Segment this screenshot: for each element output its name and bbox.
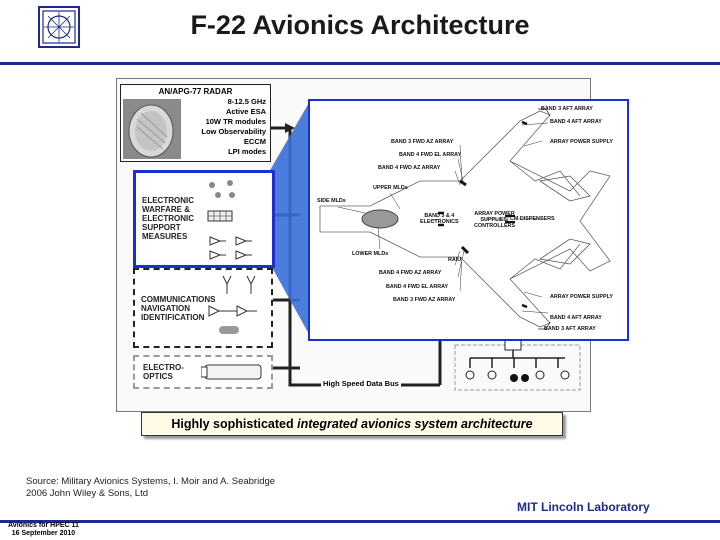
eo-label-line: ELECTRO- <box>143 363 184 372</box>
eo-sensor-icon <box>201 364 262 380</box>
radar-spec: 8-12.5 GHz <box>227 97 266 106</box>
footer-line: Avionics for HPEC 11 <box>8 522 79 529</box>
label-band4-fwd-el-top: BAND 4 FWD EL ARRAY <box>399 152 462 158</box>
callout-box: Highly sophisticated integrated avionics… <box>141 412 563 436</box>
electro-optics-box: ELECTRO- OPTICS <box>133 355 273 389</box>
title-rule <box>0 62 720 65</box>
bus-label: High Speed Data Bus <box>321 379 401 388</box>
zoom-detail-panel: BAND 3 AFT ARRAY BAND 4 AFT ARRAY ARRAY … <box>308 99 629 341</box>
ew-label-line: ELECTRONIC <box>142 214 194 223</box>
footer-rule <box>0 520 720 523</box>
ew-esm-box: ELECTRONIC WARFARE & ELECTRONIC SUPPORT … <box>133 170 275 268</box>
radar-spec: 10W TR modules <box>205 117 266 126</box>
cni-label: COMMUNICATIONS NAVIGATION IDENTIFICATION <box>141 295 216 322</box>
cni-antenna-icons <box>208 275 257 334</box>
ew-label-line: MEASURES <box>142 232 188 241</box>
radar-spec: Active ESA <box>225 107 266 116</box>
label-lower-mlds: LOWER MLDs <box>352 251 389 257</box>
radar-title: AN/APG-77 RADAR <box>158 87 233 96</box>
label-band3-aft-top: BAND 3 AFT ARRAY <box>541 106 593 112</box>
radar-box: AN/APG-77 RADAR 8-12.5 GHz Active ESA 10… <box>120 84 271 162</box>
label-band4-aft-bot: BAND 4 AFT ARRAY <box>550 315 602 321</box>
source-line: 2006 John Wiley & Sons, Ltd <box>26 488 148 499</box>
label-array-power-bot: ARRAY POWER SUPPLY <box>550 294 614 300</box>
label-raiu: RAIU <box>448 257 462 263</box>
eo-label-line: OPTICS <box>143 372 173 381</box>
label-band4-fwd-az-bot: BAND 4 FWD AZ ARRAY <box>379 270 442 276</box>
ew-label-line: SUPPORT <box>142 223 181 232</box>
page-title: F-22 Avionics Architecture <box>190 10 530 40</box>
ew-sensor-icons <box>207 180 252 260</box>
ew-label-line: ELECTRONIC <box>142 196 194 205</box>
ew-label-line: WARFARE & <box>142 205 190 214</box>
label-band3-aft-bot: BAND 3 AFT ARRAY <box>544 326 596 332</box>
ew-label: ELECTRONIC WARFARE & ELECTRONIC SUPPORT … <box>142 196 194 241</box>
callout-prefix: Highly sophisticated <box>171 417 298 431</box>
footer-line: 16 September 2010 <box>11 530 76 537</box>
airframe-drawing <box>319 108 611 330</box>
label-band4-fwd-el-bot: BAND 4 FWD EL ARRAY <box>386 284 449 290</box>
radar-specs: 8-12.5 GHz Active ESA 10W TR modules Low… <box>201 97 266 157</box>
cni-label-line: NAVIGATION <box>141 304 191 313</box>
label-band34-electronics: BAND 3 & 4 ELECTRONICS <box>420 213 459 225</box>
label-band4-fwd-az-top: BAND 4 FWD AZ ARRAY <box>378 165 441 171</box>
label-side-mlds: SIDE MLDs <box>317 198 346 204</box>
label-band3-fwd-az-bot: BAND 3 FWD AZ ARRAY <box>393 297 456 303</box>
label-band3-fwd-az-top: BAND 3 FWD AZ ARRAY <box>391 139 454 145</box>
eo-label: ELECTRO- OPTICS <box>143 363 184 381</box>
cni-label-line: COMMUNICATIONS <box>141 295 216 304</box>
radar-spec: LPI modes <box>228 147 266 156</box>
label-cm-dispensers: CM DISPENSERS <box>510 216 555 222</box>
label-band4-aft-top: BAND 4 AFT ARRAY <box>550 119 602 125</box>
cni-box: COMMUNICATIONS NAVIGATION IDENTIFICATION <box>133 268 273 348</box>
label-array-power-controllers: ARRAY POWER SUPPLIES/ CONTROLLERS <box>474 211 516 229</box>
radar-spec: Low Observability <box>201 127 266 136</box>
footer-info: Avionics for HPEC 11 16 September 2010 <box>8 522 79 538</box>
label-upper-mlds: UPPER MLDs <box>373 185 408 191</box>
radar-antenna-image <box>123 99 181 159</box>
lincoln-lab-logo <box>38 6 80 48</box>
callout-emphasis: integrated avionics system architecture <box>297 417 533 431</box>
source-citation: Source: Military Avionics Systems, I. Mo… <box>26 476 275 500</box>
org-name: MIT Lincoln Laboratory <box>517 500 650 514</box>
source-line: Source: Military Avionics Systems, I. Mo… <box>26 476 276 487</box>
cni-label-line: IDENTIFICATION <box>141 313 205 322</box>
radar-spec: ECCM <box>243 137 266 146</box>
label-array-power-top: ARRAY POWER SUPPLY <box>550 139 614 145</box>
